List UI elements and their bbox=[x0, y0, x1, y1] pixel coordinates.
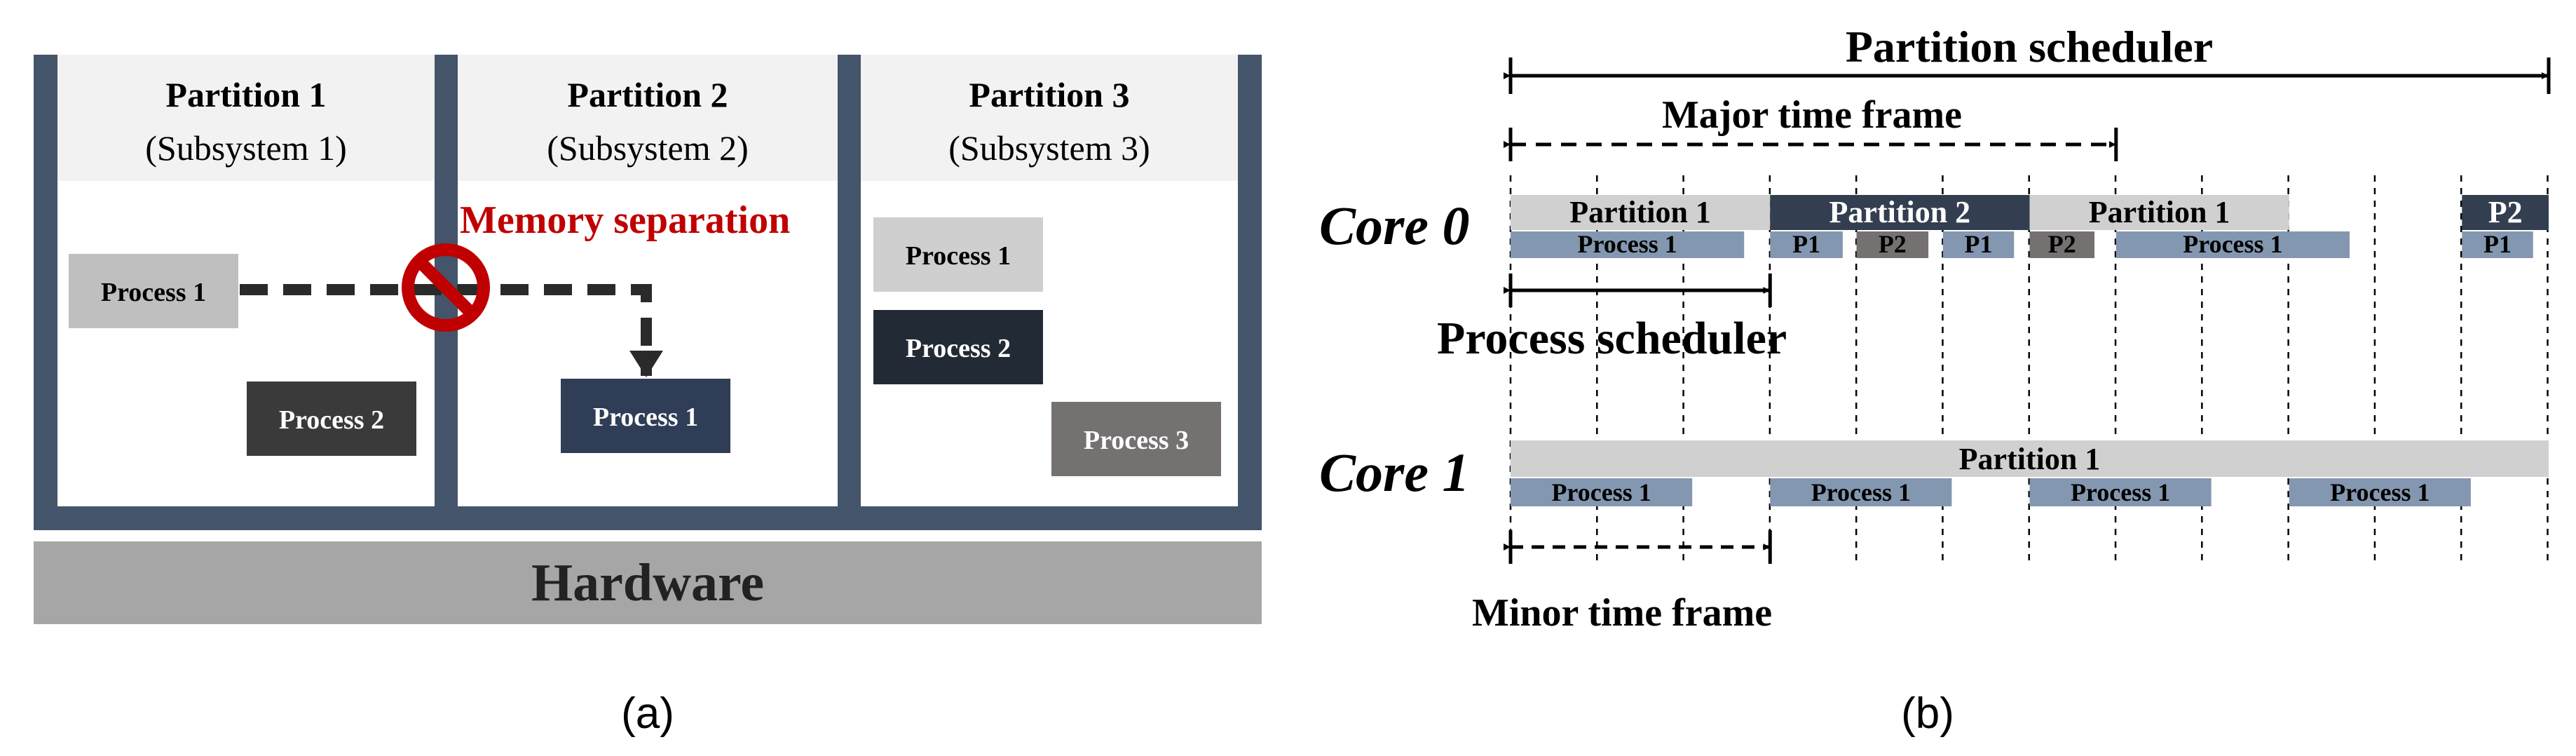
forbidden-icon bbox=[402, 243, 490, 332]
core-0-process-label: P2 bbox=[2048, 230, 2076, 258]
caption-a: (a) bbox=[621, 689, 674, 738]
partition-2-title: Partition 2 bbox=[567, 75, 728, 114]
hardware-label: Hardware bbox=[531, 553, 764, 612]
process-scheduler-label: Process scheduler bbox=[1437, 313, 1787, 364]
core-1-process-bar bbox=[2289, 478, 2471, 506]
partition-2-subtitle: (Subsystem 2) bbox=[547, 128, 749, 168]
core-0-partition-label: P2 bbox=[2488, 195, 2523, 229]
blocked-access-arrowhead bbox=[629, 351, 663, 377]
p3-process-2-label: Process 2 bbox=[906, 334, 1011, 363]
core-0-process-bar bbox=[2115, 231, 2350, 258]
p1-process-2-box bbox=[247, 382, 416, 456]
core-1-process-label: Process 1 bbox=[1811, 478, 1911, 506]
p3-process-3-label: Process 3 bbox=[1084, 426, 1189, 455]
caption-b: (b) bbox=[1901, 689, 1954, 738]
core-1-process-bar bbox=[2029, 478, 2212, 506]
core-1-partition-bar bbox=[1511, 440, 2549, 477]
core-0-process-label: P1 bbox=[2483, 230, 2512, 258]
core-0-partition-label: Partition 1 bbox=[2089, 195, 2230, 229]
p3-process-1-label: Process 1 bbox=[906, 241, 1011, 271]
partition-3-header bbox=[861, 55, 1238, 181]
core-0-process-label: Process 1 bbox=[1577, 230, 1677, 258]
p2-process-1-label: Process 1 bbox=[593, 403, 698, 432]
partition-3-title: Partition 3 bbox=[969, 75, 1129, 114]
partition-2-header bbox=[458, 55, 838, 181]
core-0-process-bar bbox=[1511, 231, 1745, 258]
core-0-partition-label: Partition 2 bbox=[1829, 195, 1971, 229]
p3-process-3-box bbox=[1051, 402, 1221, 476]
partition-1-subtitle: (Subsystem 1) bbox=[145, 128, 347, 168]
core-1-process-bar bbox=[1770, 478, 1952, 506]
core-0-process-bar bbox=[1770, 231, 1843, 258]
panel-a: Partition 1 (Subsystem 1) Partition 2 (S… bbox=[34, 55, 1262, 738]
partition-3-subtitle: (Subsystem 3) bbox=[948, 128, 1150, 168]
core-0-process-label: P2 bbox=[1879, 230, 1907, 258]
partition-scheduler-label: Partition scheduler bbox=[1846, 22, 2213, 72]
core-0-label: Core 0 bbox=[1319, 195, 1470, 256]
core-1-process-label: Process 1 bbox=[2071, 478, 2170, 506]
partition-1-header bbox=[57, 55, 435, 181]
p3-process-1-box bbox=[873, 217, 1043, 292]
minor-time-frame-label: Minor time frame bbox=[1472, 591, 1772, 635]
core-1-process-label: Process 1 bbox=[1551, 478, 1651, 506]
core-0-partition-label: Partition 1 bbox=[1569, 195, 1711, 229]
p1-process-1-box bbox=[69, 254, 238, 328]
core-0-partition-bar bbox=[2029, 195, 2289, 230]
memory-separation-label: Memory separation bbox=[460, 198, 790, 242]
p1-process-1-label: Process 1 bbox=[101, 278, 206, 307]
major-time-frame-label: Major time frame bbox=[1662, 93, 1962, 137]
core-1-label: Core 1 bbox=[1319, 442, 1470, 503]
core-0-process-bar bbox=[2462, 231, 2533, 258]
p3-process-2-box bbox=[873, 310, 1043, 384]
core-0-partition-bar bbox=[1511, 195, 1771, 230]
core-1-process-bar bbox=[1511, 478, 1693, 506]
hardware-bar bbox=[34, 541, 1262, 624]
core-0-process-bar bbox=[1856, 231, 1929, 258]
blocked-access-arrow bbox=[240, 284, 652, 376]
core-0-process-bar bbox=[2029, 231, 2095, 258]
core-0-partition-bar bbox=[2462, 195, 2549, 230]
core-0-partition-bar bbox=[1770, 195, 2030, 230]
core-0-process-bar bbox=[1942, 231, 2015, 258]
core-1-process-label: Process 1 bbox=[2330, 478, 2430, 506]
core-0-process-label: P1 bbox=[1792, 230, 1820, 258]
p1-process-2-label: Process 2 bbox=[279, 405, 384, 435]
core-0-process-label: Process 1 bbox=[2183, 230, 2282, 258]
core-1-partition-label: Partition 1 bbox=[1959, 442, 2101, 476]
partition-1-title: Partition 1 bbox=[165, 75, 326, 114]
core-0-process-label: P1 bbox=[1965, 230, 1993, 258]
p2-process-1-box bbox=[561, 379, 730, 453]
